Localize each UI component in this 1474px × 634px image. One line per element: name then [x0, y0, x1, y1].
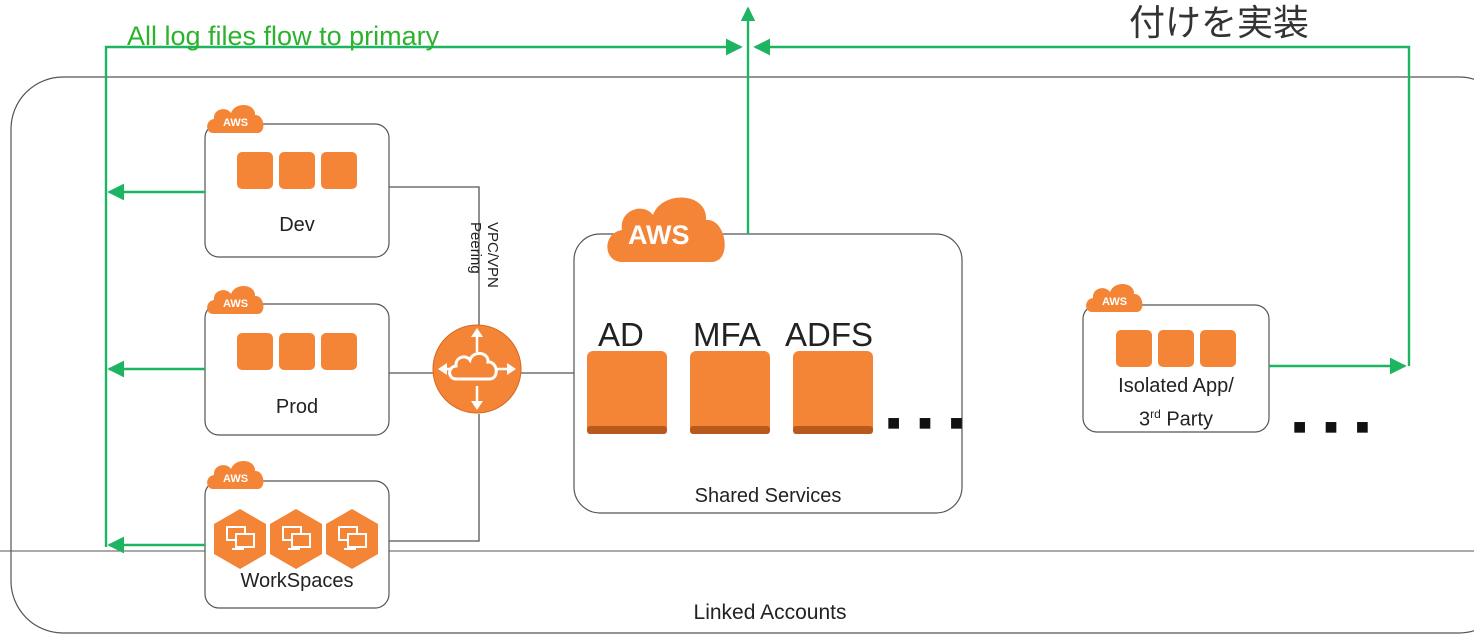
adfs-service-icon[interactable] — [793, 351, 873, 434]
aws-badge-dev: AWS — [223, 117, 249, 129]
vpc-peering-label: VPC/VPN Peering — [449, 222, 501, 300]
aws-badge-isolated: AWS — [1102, 296, 1128, 308]
linked-accounts-container — [10, 76, 1474, 634]
isolated-label-line2: 3rd Party — [1138, 407, 1214, 431]
aws-cloud-icon-dev — [207, 104, 264, 133]
prod-label: Prod — [275, 396, 319, 418]
aws-cloud-icon-isolated — [1086, 283, 1143, 312]
more-accounts-indicator: ■ ■ ■ — [1293, 414, 1376, 439]
aws-badge-workspaces: AWS — [223, 473, 249, 485]
workspaces-label: WorkSpaces — [240, 570, 354, 592]
ad-label: AD — [598, 316, 644, 353]
log-flow-top-line — [104, 38, 743, 547]
ad-service-icon[interactable] — [587, 351, 667, 434]
adfs-label: ADFS — [785, 316, 874, 353]
aws-cloud-icon-shared — [607, 197, 725, 262]
peering-line-workspaces — [389, 414, 480, 542]
shared-services-label: Shared Services — [694, 485, 842, 507]
mfa-label: MFA — [693, 316, 761, 353]
dev-instances — [237, 152, 357, 189]
isolated-instances — [1116, 330, 1236, 367]
prod-instances — [237, 333, 357, 370]
vpc-router-icon[interactable] — [432, 324, 522, 414]
log-flow-right-line — [753, 38, 1411, 366]
workspaces-icons — [214, 509, 378, 569]
isolated-label-line1: Isolated App/ — [1118, 375, 1234, 397]
vpc-label-line1: VPC/VPN — [484, 222, 501, 288]
linked-accounts-label: Linked Accounts — [693, 601, 847, 624]
shared-more-indicator: ■ ■ ■ — [887, 410, 970, 435]
dev-account-box[interactable] — [204, 123, 390, 258]
aws-badge-prod: AWS — [223, 298, 249, 310]
mfa-service-icon[interactable] — [690, 351, 770, 434]
flow-note: All log files flow to primary — [127, 21, 440, 51]
dev-label: Dev — [279, 214, 315, 236]
peering-line-dev — [389, 186, 480, 325]
aws-cloud-icon-workspaces — [207, 460, 264, 489]
aws-badge-shared: AWS — [628, 220, 690, 250]
top-right-heading: 付けを実装 — [1129, 2, 1310, 43]
isolated-app-label: Isolated App/ 3rd Party — [1083, 372, 1269, 434]
aws-cloud-icon-prod — [207, 285, 264, 314]
vpc-label-line2: Peering — [467, 222, 484, 274]
